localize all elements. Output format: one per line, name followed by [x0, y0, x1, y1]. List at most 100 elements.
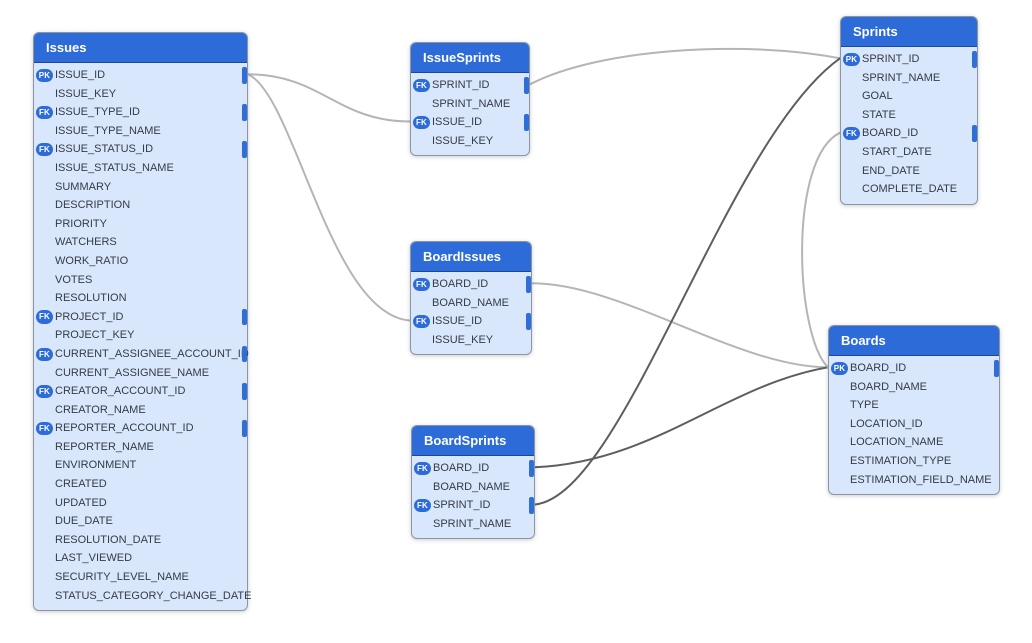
field-row-current_assignee_name[interactable]: CURRENT_ASSIGNEE_NAME: [34, 364, 247, 383]
field-row-location_name[interactable]: LOCATION_NAME: [829, 433, 999, 452]
field-row-board_name[interactable]: BOARD_NAME: [411, 294, 531, 313]
table-title-sprints[interactable]: Sprints: [841, 17, 977, 47]
field-row-summary[interactable]: SUMMARY: [34, 178, 247, 197]
connection-handle[interactable]: [242, 67, 247, 84]
field-row-sprint_name[interactable]: SPRINT_NAME: [412, 515, 534, 534]
connection-handle[interactable]: [526, 313, 531, 330]
field-row-description[interactable]: DESCRIPTION: [34, 196, 247, 215]
relationship-edge-issuesprints-sprint_id-to-sprints-sprint_id[interactable]: [529, 47, 841, 86]
field-row-creator_name[interactable]: CREATOR_NAME: [34, 401, 247, 420]
connection-handle[interactable]: [242, 345, 247, 363]
field-row-reporter_name[interactable]: REPORTER_NAME: [34, 438, 247, 457]
field-row-priority[interactable]: PRIORITY: [34, 215, 247, 234]
field-name: REPORTER_ACCOUNT_ID: [55, 422, 194, 435]
field-row-work_ratio[interactable]: WORK_RATIO: [34, 252, 247, 271]
field-name: SPRINT_NAME: [433, 517, 512, 530]
field-row-resolution_date[interactable]: RESOLUTION_DATE: [34, 531, 247, 550]
field-name: LAST_VIEWED: [55, 552, 133, 565]
table-title-boards[interactable]: Boards: [829, 326, 999, 356]
field-row-issue_type_name[interactable]: ISSUE_TYPE_NAME: [34, 122, 247, 141]
field-row-sprint_name[interactable]: SPRINT_NAME: [841, 69, 977, 88]
field-row-due_date[interactable]: DUE_DATE: [34, 512, 247, 531]
connection-handle[interactable]: [529, 497, 534, 514]
field-row-issue_status_name[interactable]: ISSUE_STATUS_NAME: [34, 159, 247, 178]
field-row-sprint_name[interactable]: SPRINT_NAME: [411, 95, 529, 114]
relationship-edge-sprints-board_id-to-boards-board_id[interactable]: [801, 131, 841, 369]
field-row-goal[interactable]: GOAL: [841, 87, 977, 106]
field-row-project_key[interactable]: PROJECT_KEY: [34, 326, 247, 345]
field-row-last_viewed[interactable]: LAST_VIEWED: [34, 549, 247, 568]
field-row-end_date[interactable]: END_DATE: [841, 162, 977, 181]
field-row-complete_date[interactable]: COMPLETE_DATE: [841, 180, 977, 199]
table-title-issues[interactable]: Issues: [34, 33, 247, 63]
field-name: DESCRIPTION: [55, 199, 131, 212]
connection-handle[interactable]: [526, 276, 531, 293]
field-row-status_category_change_date[interactable]: STATUS_CATEGORY_CHANGE_DATE: [34, 587, 251, 606]
connection-handle[interactable]: [524, 77, 529, 94]
connection-handle[interactable]: [242, 104, 247, 121]
connection-handle[interactable]: [994, 360, 999, 377]
table-title-boardissues[interactable]: BoardIssues: [411, 242, 531, 272]
connection-handle[interactable]: [529, 460, 534, 477]
field-row-resolution[interactable]: RESOLUTION: [34, 289, 247, 308]
field-row-security_level_name[interactable]: SECURITY_LEVEL_NAME: [34, 568, 247, 587]
field-row-environment[interactable]: ENVIRONMENT: [34, 456, 247, 475]
table-title-issuesprints[interactable]: IssueSprints: [411, 43, 529, 73]
table-title-boardsprints[interactable]: BoardSprints: [412, 426, 534, 456]
field-row-estimation_type[interactable]: ESTIMATION_TYPE: [829, 452, 999, 471]
connection-handle[interactable]: [972, 125, 977, 142]
connection-handle[interactable]: [524, 114, 529, 131]
connection-handle[interactable]: [972, 51, 977, 68]
field-row-created[interactable]: CREATED: [34, 475, 247, 494]
field-row-board_name[interactable]: BOARD_NAME: [412, 478, 534, 497]
field-name: ISSUE_ID: [55, 69, 106, 81]
connection-handle[interactable]: [242, 308, 247, 326]
field-row-votes[interactable]: VOTES: [34, 271, 247, 290]
field-name: BOARD_ID: [433, 462, 490, 474]
field-row-start_date[interactable]: START_DATE: [841, 143, 977, 162]
field-row-issue_key[interactable]: ISSUE_KEY: [411, 331, 531, 350]
field-row-board_name[interactable]: BOARD_NAME: [829, 378, 999, 397]
connection-handle[interactable]: [242, 383, 247, 400]
field-row-issue_key[interactable]: ISSUE_KEY: [411, 132, 529, 151]
field-row-state[interactable]: STATE: [841, 106, 977, 125]
relationship-edge-issues-issue_id-to-boardissues-issue_id[interactable]: [247, 73, 411, 322]
field-name: BOARD_NAME: [433, 480, 511, 493]
relationship-edge-issues-issue_id-to-issuesprints-issue_id[interactable]: [247, 73, 411, 123]
relationship-edge-boardsprints-sprint_id-to-sprints-sprint_id[interactable]: [534, 57, 841, 506]
relationship-edge-boardsprints-board_id-to-boards-board_id[interactable]: [534, 366, 829, 469]
field-row-issue_key[interactable]: ISSUE_KEY: [34, 85, 247, 104]
connection-handle[interactable]: [242, 141, 247, 158]
relationship-edge-boardissues-board_id-to-boards-board_id[interactable]: [531, 282, 829, 369]
connection-handle[interactable]: [242, 420, 247, 437]
field-row-watchers[interactable]: WATCHERS: [34, 233, 247, 252]
field-row-estimation_field_name[interactable]: ESTIMATION_FIELD_NAME: [829, 471, 999, 490]
field-row-type[interactable]: TYPE: [829, 396, 999, 415]
field-row-location_id[interactable]: LOCATION_ID: [829, 415, 999, 434]
field-row-updated[interactable]: UPDATED: [34, 494, 247, 513]
